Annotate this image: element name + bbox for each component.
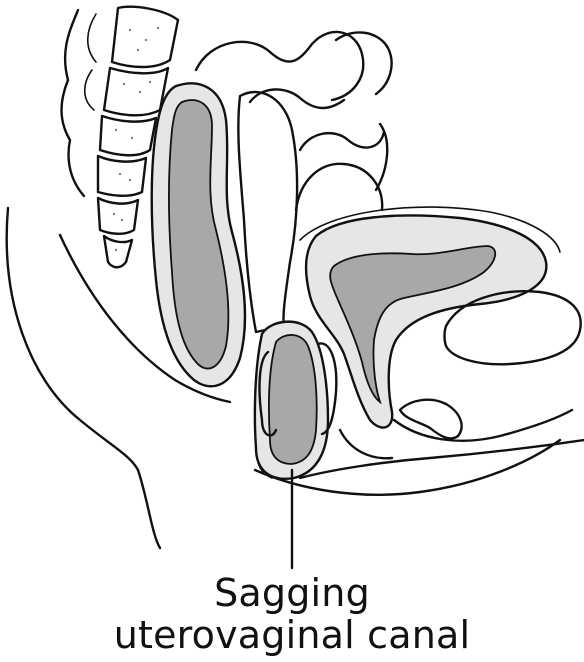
coccyx [104, 236, 132, 267]
vertebra [98, 198, 138, 234]
vertebra [104, 68, 168, 115]
intestine-loop [300, 132, 384, 150]
bladder-wall [306, 215, 546, 427]
spine-process [85, 14, 96, 110]
intestine-loop [296, 164, 382, 210]
vaginal-lumen [269, 335, 317, 464]
vertebra [112, 7, 178, 67]
thigh-contour [300, 440, 584, 478]
callout-label-line-1: Sagging [0, 571, 584, 615]
intestine-loop [250, 89, 344, 108]
urethral-fold [400, 400, 462, 439]
bladder [300, 207, 560, 428]
back-contour [7, 208, 160, 548]
vertebra [98, 156, 146, 196]
labial-contour [340, 430, 392, 458]
vertebra [100, 116, 156, 155]
spine-posterior-outline [62, 10, 85, 196]
uterine-ligament [238, 92, 297, 332]
intestine-loop [376, 124, 387, 190]
rectum [152, 83, 245, 386]
urethra-outlet [394, 410, 572, 441]
callout-label-line-2: uterovaginal canal [0, 613, 584, 657]
